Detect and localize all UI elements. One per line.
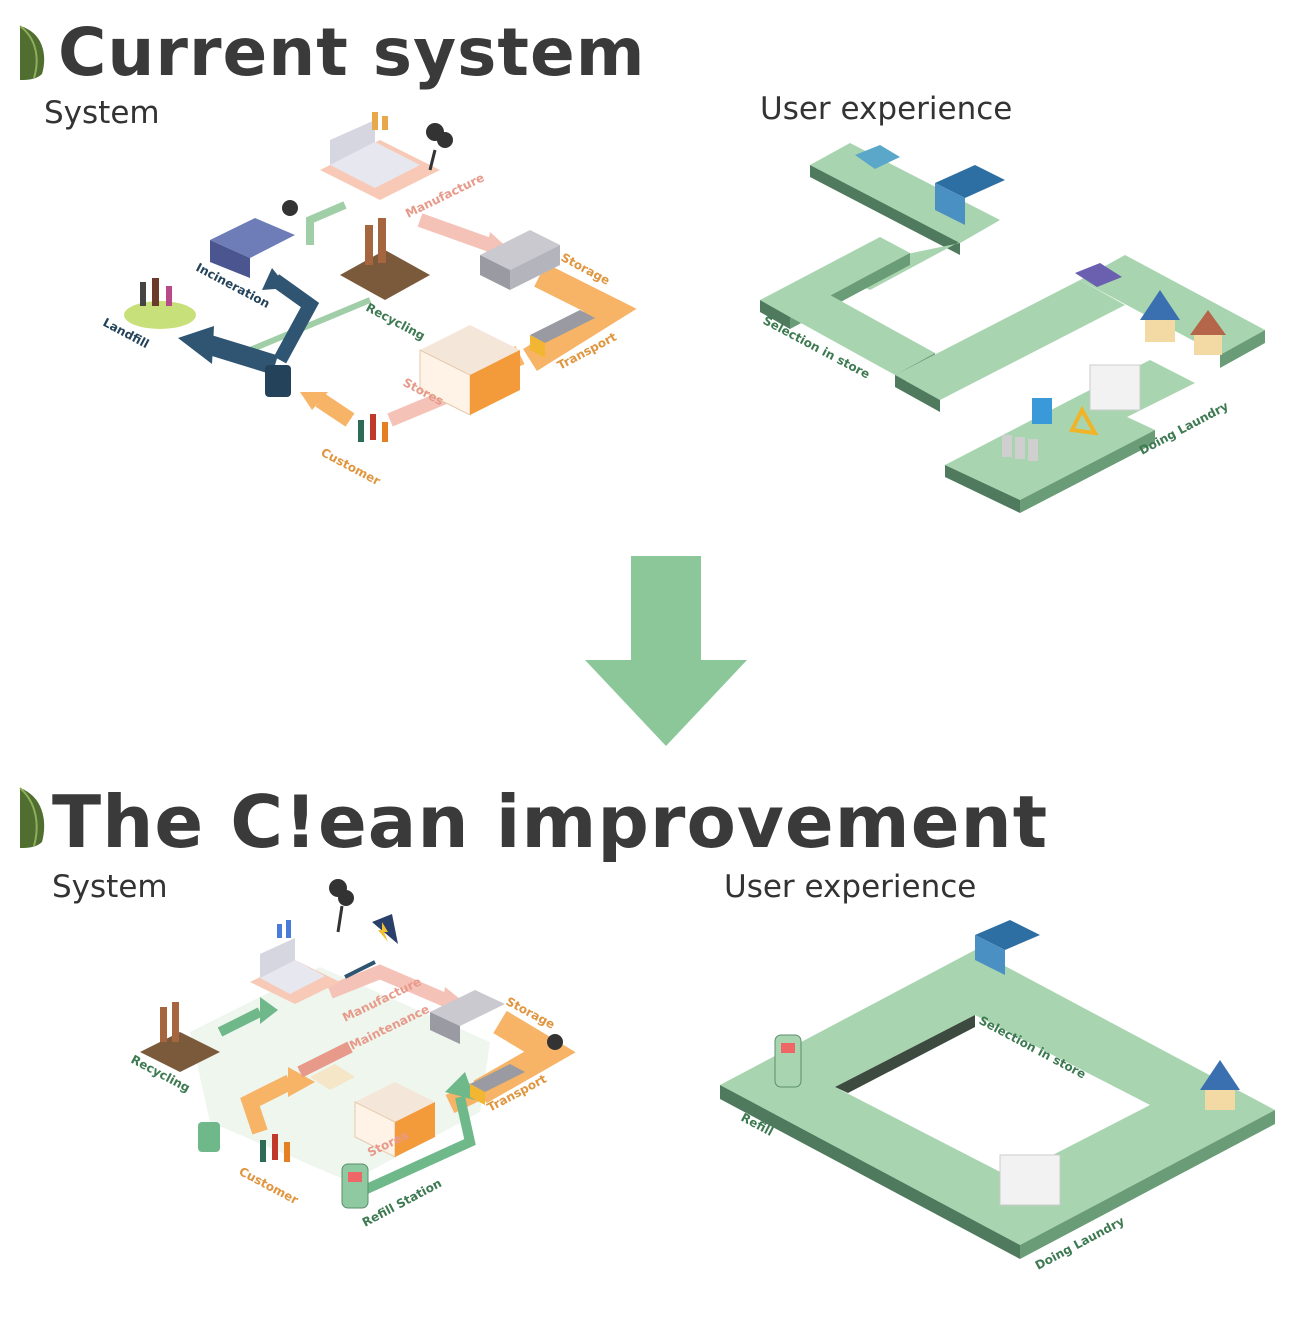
label-recycling: Recycling	[364, 300, 428, 343]
leaf-icon	[12, 786, 50, 850]
flow-energy	[344, 960, 376, 979]
flow-recycling-manufacture	[306, 201, 347, 245]
warehouse-icon	[480, 230, 560, 290]
smoke-cloud-icon	[282, 200, 298, 216]
flow-arrowhead	[262, 268, 288, 290]
recycle-triangle-icon	[1068, 405, 1099, 436]
flow-arrowhead	[288, 1067, 315, 1097]
house-icon	[1200, 1060, 1240, 1110]
detergent-bottles-icon	[1002, 435, 1038, 461]
leaf-icon	[12, 24, 50, 82]
flow-maintenance	[297, 1041, 353, 1078]
flow-arrowhead	[445, 1072, 475, 1100]
isometric-path	[760, 143, 1265, 513]
smoke-cloud-icon	[426, 123, 453, 171]
factory-icon	[320, 112, 440, 200]
truck-icon	[470, 1064, 525, 1105]
flow-recycling-manufacture	[217, 1007, 263, 1037]
section-title-improvement: The C!ean improvement	[52, 780, 1049, 864]
isometric-loop-path	[720, 950, 1275, 1259]
current-ux-map: Selection in store Doing Laundry	[760, 143, 1265, 513]
incineration-plant-icon	[210, 218, 295, 278]
recycling-plant-icon	[340, 218, 430, 300]
truck-icon	[530, 310, 595, 358]
improved-system-diagram: Manufacture Storage Transport Maintenanc…	[129, 879, 576, 1230]
flow-customer-bin	[315, 393, 355, 427]
car-icon	[1075, 263, 1122, 287]
customer-people-icon	[260, 1134, 290, 1162]
laundry-room-icon	[1089, 364, 1141, 411]
store-building-icon	[354, 1082, 435, 1158]
refill-station-icon	[774, 1034, 802, 1088]
store-building-icon	[975, 920, 1040, 975]
flow-storage-transport	[523, 263, 637, 372]
flow-bin-incineration	[270, 274, 320, 364]
trash-bin-icon	[265, 365, 291, 397]
current-system-diagram: Manufacture Storage Transport Stores Cus…	[101, 112, 637, 488]
flow-bin-recycling	[248, 297, 372, 353]
flow-manufacture-storage	[417, 213, 493, 252]
flow-arrowhead	[260, 997, 278, 1024]
flow-bin-landfill	[207, 335, 278, 375]
smoke-cloud-icon	[547, 1034, 563, 1050]
flow-manufacture-storage	[327, 964, 453, 1009]
section-title-current: Current system	[58, 14, 646, 91]
recycling-plant-icon	[140, 1002, 220, 1072]
trash-can-icon	[1032, 398, 1052, 424]
car-icon	[855, 145, 900, 169]
house-icon	[1140, 290, 1226, 355]
improved-ux-map: Selection in store Refill Doing Laundry	[720, 920, 1275, 1273]
flow-arrowhead	[178, 326, 214, 364]
smoke-cloud-icon	[329, 879, 354, 933]
store-building-icon	[419, 325, 520, 416]
trash-bin-icon	[198, 1122, 220, 1152]
ux-label-improvement: User experience	[724, 869, 977, 905]
refill-station-icon	[341, 1163, 369, 1209]
system-label-improvement: System	[52, 869, 168, 905]
laundry-room-icon	[999, 1154, 1061, 1206]
lightning-energy-icon	[372, 914, 398, 944]
landfill-icon	[124, 278, 196, 329]
flow-customer-recycling	[240, 1074, 294, 1135]
flow-arrowhead	[300, 392, 328, 410]
warehouse-icon	[430, 990, 505, 1044]
factory-icon	[250, 920, 340, 1004]
store-building-icon	[935, 165, 1005, 225]
system-label-current: System	[44, 95, 160, 131]
customer-people-icon	[358, 414, 388, 442]
maintenance-van-icon	[310, 1064, 355, 1090]
down-arrow-icon	[585, 556, 747, 746]
ux-label-current: User experience	[760, 91, 1013, 127]
label-customer: Customer	[319, 445, 383, 488]
label-customer: Customer	[237, 1164, 301, 1207]
flow-refill-stores	[357, 1095, 476, 1197]
